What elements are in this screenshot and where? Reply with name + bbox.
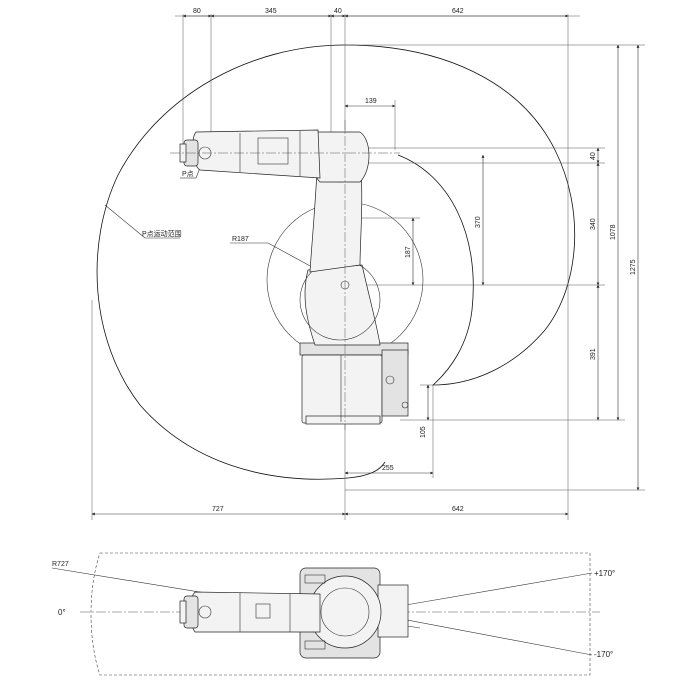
dim-1275: 1275 xyxy=(630,259,637,275)
dim-40-top: 40 xyxy=(334,8,342,15)
top-view: 0° +170° -170° R727 xyxy=(51,552,615,676)
dim-345: 345 xyxy=(265,8,277,15)
robot-side-body xyxy=(179,129,409,425)
angle-zero: 0° xyxy=(58,608,66,617)
angle-plus-170: +170° xyxy=(594,569,615,578)
robot-top-body xyxy=(179,567,409,659)
dim-1078: 1078 xyxy=(610,224,617,240)
top-view-envelope xyxy=(90,552,591,676)
dim-187: 187 xyxy=(405,246,412,258)
p-point-work-envelope xyxy=(96,44,576,480)
dim-340: 340 xyxy=(590,218,597,230)
dim-139: 139 xyxy=(365,98,377,105)
dim-105: 105 xyxy=(420,426,427,438)
dim-727: 727 xyxy=(212,506,224,513)
label-p-point: P点 xyxy=(182,170,194,178)
label-r727: R727 xyxy=(52,561,69,568)
angle-minus-170: -170° xyxy=(594,650,613,659)
dim-80: 80 xyxy=(193,8,201,15)
dim-391: 391 xyxy=(590,348,597,360)
label-p-range: P点运动范围 xyxy=(142,229,182,238)
dim-255: 255 xyxy=(382,465,394,472)
side-view: 80 345 40 642 40 340 391 1078 1275 139 3… xyxy=(91,8,645,520)
dim-370: 370 xyxy=(475,216,482,228)
dim-642-top: 642 xyxy=(452,8,464,15)
label-r187: R187 xyxy=(232,236,249,243)
dim-40-right: 40 xyxy=(590,152,597,160)
dim-642-bottom: 642 xyxy=(452,506,464,513)
